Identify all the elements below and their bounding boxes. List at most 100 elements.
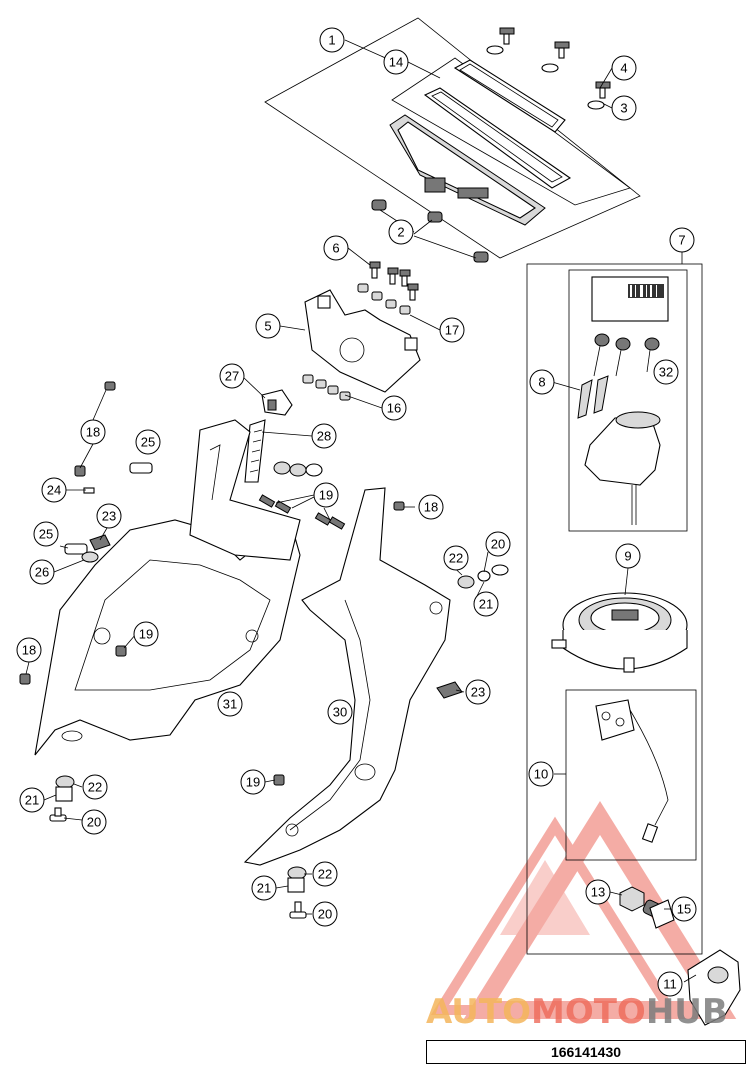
callout-25: 25 — [33, 521, 59, 547]
callout-19: 19 — [313, 482, 339, 508]
svg-text:3: 3 — [620, 101, 627, 116]
svg-text:25: 25 — [141, 435, 155, 450]
callout-3: 3 — [611, 95, 637, 121]
svg-text:5: 5 — [264, 319, 271, 334]
svg-text:18: 18 — [424, 500, 438, 515]
svg-text:6: 6 — [332, 241, 339, 256]
callout-16: 16 — [381, 395, 407, 421]
svg-text:21: 21 — [25, 793, 39, 808]
callout-10: 10 — [528, 761, 554, 787]
callout-18: 18 — [418, 494, 444, 520]
svg-text:31: 31 — [223, 697, 237, 712]
callout-19: 19 — [240, 769, 266, 795]
callout-32: 32 — [653, 359, 679, 385]
callout-2: 2 — [388, 219, 414, 245]
svg-text:24: 24 — [47, 483, 61, 498]
right-side-cover — [243, 487, 451, 866]
svg-text:2: 2 — [397, 225, 404, 240]
callout-26: 26 — [29, 559, 55, 585]
svg-text:20: 20 — [87, 815, 101, 830]
callout-23: 23 — [96, 503, 122, 529]
screen-seal-frame — [453, 59, 566, 133]
svg-text:30: 30 — [333, 705, 347, 720]
callouts: 1 14 4 3 2 7 6 5 17 8 32 27 16 18 25 28 … — [16, 27, 697, 997]
callout-1: 1 — [319, 27, 345, 53]
callout-8: 8 — [529, 369, 555, 395]
document-number-box: 166141430 — [426, 1040, 746, 1064]
callout-24: 24 — [41, 477, 67, 503]
callout-4: 4 — [611, 55, 637, 81]
callout-30: 30 — [327, 699, 353, 725]
svg-text:25: 25 — [39, 527, 53, 542]
callout-6: 6 — [323, 235, 349, 261]
svg-text:21: 21 — [257, 881, 271, 896]
callout-19: 19 — [133, 621, 159, 647]
watermark-part-2: MOTO — [530, 992, 646, 1032]
fuel-cap — [551, 592, 688, 673]
svg-text:17: 17 — [445, 323, 459, 338]
left-side-cover — [34, 419, 301, 756]
svg-text:10: 10 — [534, 767, 548, 782]
callout-20: 20 — [312, 901, 338, 927]
svg-text:16: 16 — [387, 401, 401, 416]
svg-text:20: 20 — [318, 907, 332, 922]
svg-text:14: 14 — [389, 55, 403, 70]
watermark-part-1: AUTO — [426, 992, 531, 1032]
group-frame-keys — [568, 269, 688, 532]
connector-strip — [244, 419, 266, 483]
callout-18: 18 — [16, 637, 42, 663]
callout-14: 14 — [383, 49, 409, 75]
svg-text:26: 26 — [35, 565, 49, 580]
svg-text:7: 7 — [678, 233, 685, 248]
callout-31: 31 — [217, 691, 243, 717]
svg-text:21: 21 — [479, 597, 493, 612]
svg-text:15: 15 — [677, 902, 691, 917]
callout-20: 20 — [81, 809, 107, 835]
group-frame-lock-set — [526, 263, 703, 955]
svg-text:11: 11 — [663, 977, 677, 992]
callout-21: 21 — [251, 875, 277, 901]
callout-20: 20 — [485, 531, 511, 557]
callout-18: 18 — [80, 419, 106, 445]
svg-text:19: 19 — [246, 775, 260, 790]
callout-23: 23 — [465, 679, 491, 705]
svg-text:32: 32 — [659, 365, 673, 380]
svg-text:22: 22 — [449, 551, 463, 566]
group-frame-screen — [391, 57, 631, 206]
callout-25: 25 — [135, 429, 161, 455]
group-frame-instrument — [264, 17, 641, 259]
svg-text:23: 23 — [471, 685, 485, 700]
callout-5: 5 — [255, 313, 281, 339]
callout-27: 27 — [219, 363, 245, 389]
small-hardware — [19, 381, 509, 919]
svg-text:18: 18 — [86, 425, 100, 440]
callout-28: 28 — [311, 423, 337, 449]
svg-text:19: 19 — [319, 488, 333, 503]
svg-text:27: 27 — [225, 369, 239, 384]
svg-text:18: 18 — [22, 643, 36, 658]
watermark-part-3: HUB — [645, 992, 728, 1032]
callout-9: 9 — [615, 543, 641, 569]
callout-7: 7 — [669, 227, 695, 253]
callout-22: 22 — [82, 774, 108, 800]
callout-21: 21 — [19, 787, 45, 813]
svg-text:4: 4 — [620, 61, 627, 76]
screen-frame — [423, 87, 572, 189]
nut-and-connector — [619, 886, 675, 929]
svg-text:8: 8 — [538, 375, 545, 390]
svg-text:1: 1 — [328, 33, 335, 48]
group-frame-cable — [565, 689, 697, 861]
lock-set — [577, 276, 669, 525]
svg-text:13: 13 — [591, 885, 605, 900]
callout-11: 11 — [657, 971, 683, 997]
screws-top — [486, 27, 611, 110]
svg-text:22: 22 — [88, 780, 102, 795]
svg-text:22: 22 — [318, 867, 332, 882]
callout-17: 17 — [439, 317, 465, 343]
callout-13: 13 — [585, 879, 611, 905]
svg-text:23: 23 — [102, 509, 116, 524]
svg-text:9: 9 — [624, 549, 631, 564]
svg-text:20: 20 — [491, 537, 505, 552]
release-cable — [595, 699, 669, 843]
